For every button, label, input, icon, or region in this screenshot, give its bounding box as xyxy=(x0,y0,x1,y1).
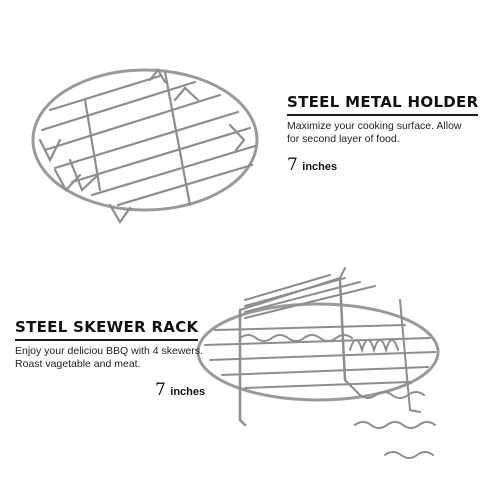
holder-description: Maximize your cooking surface. Allow for… xyxy=(287,120,462,145)
skewer-info: STEEL SKEWER RACK Enjoy your deliciou BB… xyxy=(15,318,205,400)
skewer-description: Enjoy your deliciou BBQ with 4 skewers. … xyxy=(15,345,203,370)
holder-title: STEEL METAL HOLDER xyxy=(287,93,479,116)
holder-info: STEEL METAL HOLDER Maximize your cooking… xyxy=(287,93,479,175)
skewer-size-number: 7 xyxy=(155,380,166,400)
holder-size: 7 inches xyxy=(287,155,478,175)
holder-size-unit: inches xyxy=(302,161,338,173)
skewer-title: STEEL SKEWER RACK xyxy=(15,318,199,341)
skewer-size: 7 inches xyxy=(155,380,205,400)
skewer-size-unit: inches xyxy=(170,386,206,398)
holder-size-number: 7 xyxy=(287,155,298,175)
